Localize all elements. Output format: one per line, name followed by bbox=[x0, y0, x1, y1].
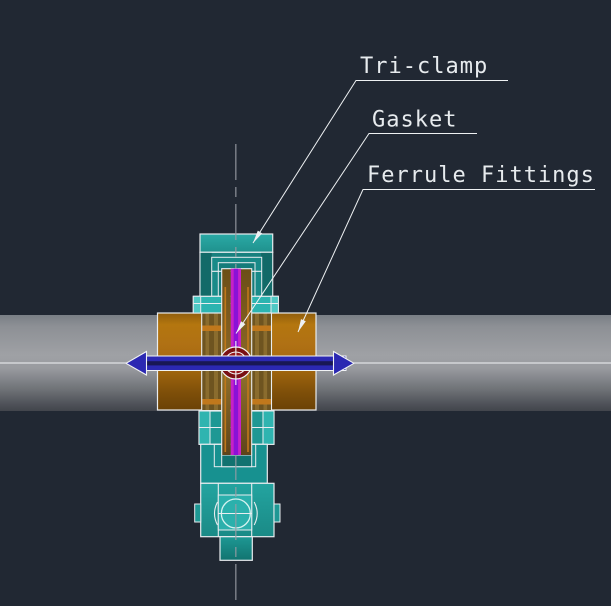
hinge-tab bbox=[194, 503, 202, 523]
label-ferrule-fittings[interactable]: Ferrule Fittings bbox=[367, 163, 595, 188]
clamp-slot-bottom bbox=[221, 454, 253, 468]
flange-tab bbox=[192, 295, 202, 314]
clamp-shade bbox=[200, 252, 212, 297]
leader-line bbox=[297, 189, 595, 333]
move-gizmo[interactable] bbox=[124, 350, 356, 376]
bolt-plate bbox=[217, 494, 253, 531]
leader-line bbox=[252, 80, 508, 244]
leader-line bbox=[235, 133, 477, 334]
label-tri-clamp[interactable]: Tri-clamp bbox=[360, 54, 488, 79]
gizmo-shaft-core bbox=[146, 361, 346, 366]
label-gasket[interactable]: Gasket bbox=[372, 108, 457, 133]
clamp-shade bbox=[261, 252, 273, 297]
leader-arrowhead bbox=[298, 319, 306, 332]
leader-arrowhead bbox=[236, 321, 246, 334]
callout-gasket[interactable]: Gasket bbox=[235, 108, 477, 334]
flange-tab bbox=[270, 295, 279, 314]
leader-arrowhead bbox=[253, 230, 263, 243]
hinge-tab bbox=[273, 503, 281, 523]
callout-tri-clamp[interactable]: Tri-clamp bbox=[252, 54, 508, 244]
gizmo-arrowhead-right[interactable] bbox=[332, 350, 356, 376]
bolt-arc bbox=[253, 501, 258, 526]
bolt-arc bbox=[213, 501, 218, 526]
gizmo-arrowhead-left[interactable] bbox=[124, 350, 148, 376]
callout-ferrule-fittings[interactable]: Ferrule Fittings bbox=[297, 163, 595, 333]
